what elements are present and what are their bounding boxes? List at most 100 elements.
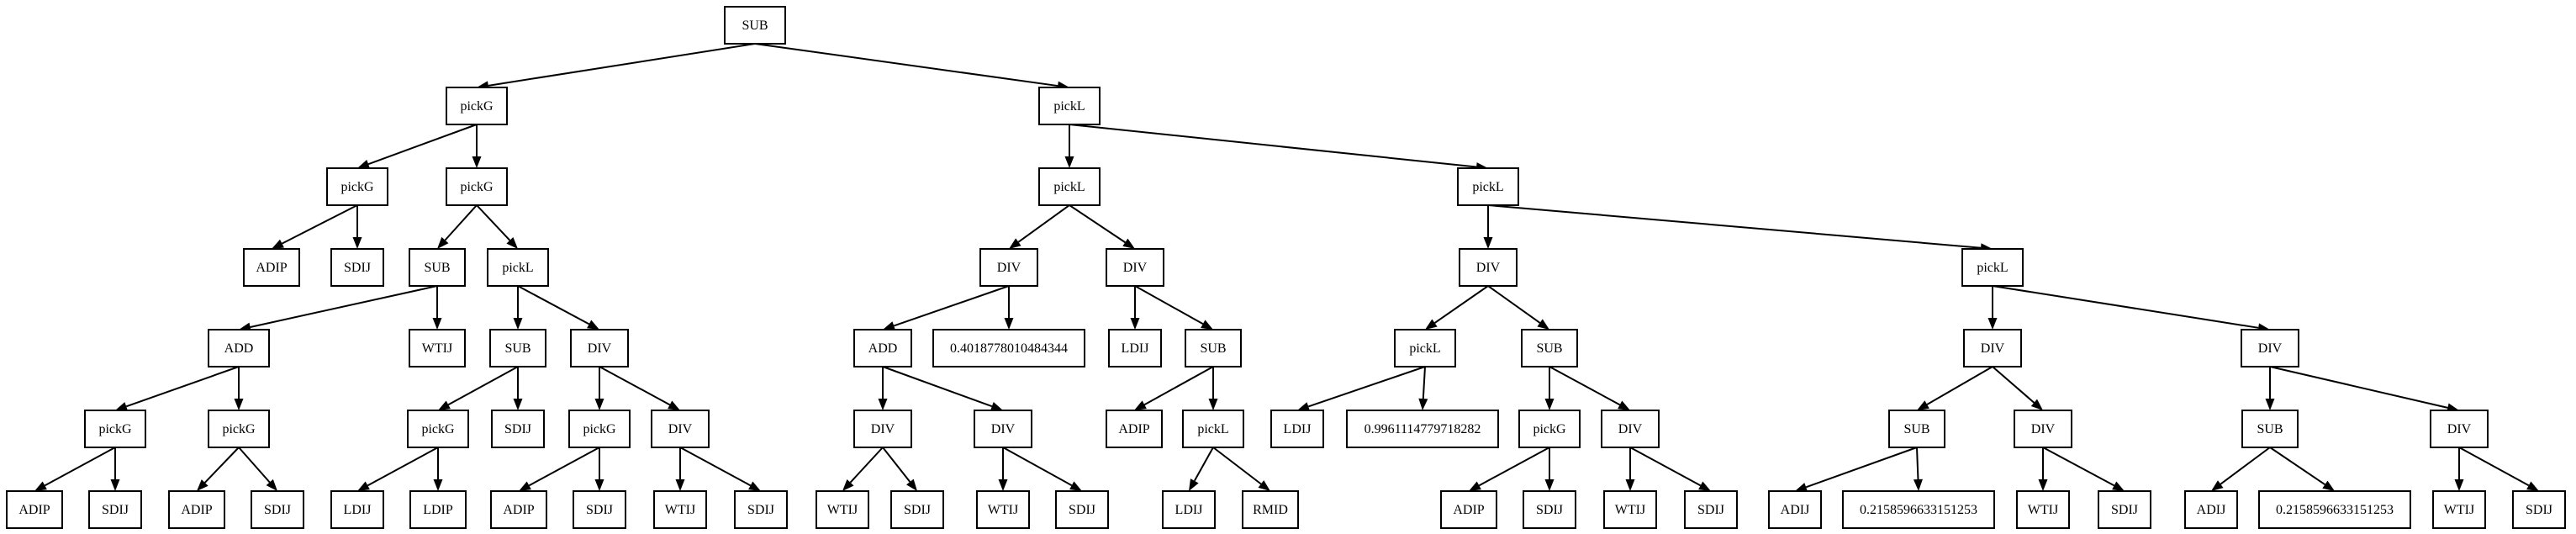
tree-node: SUB [724,6,786,45]
tree-node: ADD [208,329,270,367]
node-label: pickL [1197,422,1228,436]
node-box [2430,410,2489,448]
node-box [2014,410,2072,448]
node-label: pickL [1409,341,1440,356]
tree-node: SDIJ [330,248,384,287]
tree-node: SDIJ [573,490,626,529]
node-label: SDIJ [102,503,129,517]
arrowhead-icon [1987,318,1998,330]
node-label: pickG [460,180,494,194]
node-label: ADD [868,341,898,356]
edge-n29-n31 [1017,204,1070,243]
tree-node: WTIJ [816,490,869,529]
arrowhead-icon [432,318,442,330]
tree-node: DIV [1601,410,1660,448]
arrowhead-icon [1258,480,1270,491]
node-label: SDIJ [2526,503,2552,517]
arrowhead-icon [1483,237,1493,249]
node-label: SUB [2257,422,2283,436]
node-box [1394,329,1456,367]
tree-node: SDIJ [491,410,545,448]
tree-node: DIV [979,248,1038,287]
node-label: DIV [668,422,693,436]
tree-node: LDIJ [1270,410,1324,448]
node-box [487,248,549,287]
node-box [1108,329,1162,367]
node-box [976,490,1030,529]
tree-node: WTIJ [1603,490,1657,529]
node-box [2098,490,2151,529]
node-box [573,490,626,529]
node-label: ADIP [256,261,287,275]
node-box [1038,87,1101,125]
edge-n59-n61 [1926,366,1993,405]
node-box [1961,248,2024,287]
tree-node: pickG [446,167,508,206]
arrowhead-icon [1544,399,1555,410]
tree-node: ADIP [1440,490,1497,529]
tree-node: SDIJ [251,490,304,529]
tree-node: pickL [487,248,549,287]
node-label: 0.2158596633151253 [2276,503,2394,517]
node-box [734,490,788,529]
arrowhead-icon [1469,481,1481,491]
edge-n30-n48 [1487,204,1982,249]
arrowhead-icon [990,402,1003,411]
node-box [653,490,707,529]
arrowhead-icon [668,400,680,410]
edge-n67-n69 [2220,447,2271,485]
node-box [1185,329,1242,367]
arrowhead-icon [2265,399,2275,410]
edge-n12-n15 [203,447,240,484]
edge-n23-n25 [528,447,600,487]
tree-node: SUB [489,329,546,367]
node-label: RMID [1253,503,1288,517]
tree-node: SDIJ [890,490,944,529]
arrowhead-icon [357,481,370,491]
tree-node: pickG [326,167,388,206]
arrowhead-icon [1069,481,1082,491]
node-box [1963,329,2022,367]
edge-n49-n52 [1422,366,1426,399]
arrowhead-icon [842,478,854,491]
tree-node: ADIP [1106,410,1163,448]
edge-n35-n38 [882,447,911,483]
node-box [1346,410,1499,448]
tree-node: SUB [1888,410,1945,448]
node-label: SUB [1903,422,1929,436]
node-box [446,87,508,125]
edge-n44-n45 [1193,447,1214,482]
tree-node: WTIJ [409,329,466,367]
tree-node: ADIJ [2184,490,2238,529]
arrowhead-icon [1698,481,1711,491]
edge-n11-n13 [44,447,116,487]
node-label: pickL [1053,99,1085,114]
node-label: SDIJ [747,503,774,517]
arrowhead-icon [1418,398,1428,410]
edge-n29-n32 [1069,204,1126,244]
node-label: DIV [1123,261,1148,275]
node-box [816,490,869,529]
arrowhead-icon [1795,483,1808,492]
tree-node: SDIJ [2098,490,2151,529]
tree-node: ADIP [6,490,63,529]
node-label: 0.2158596633151253 [1860,503,1977,517]
tree-node: ADIP [490,490,547,529]
arrowhead-icon [1208,399,1218,410]
edge-n67-n70 [2269,447,2325,485]
node-box [407,410,469,448]
tree-node: 0.9961114779718282 [1346,410,1499,448]
node-label: WTIJ [2444,503,2474,517]
arrowhead-icon [2112,481,2125,491]
edge-n9-n11 [125,366,240,408]
tree-node: pickL [1182,410,1244,448]
arrowhead-icon [594,479,604,491]
arrowhead-icon [1009,238,1021,249]
node-box [1055,490,1109,529]
node-box [490,490,547,529]
node-label: pickG [340,180,374,194]
tree-node: WTIJ [976,490,1030,529]
arrowhead-icon [1189,478,1199,491]
tree-node: DIV [1459,248,1518,287]
